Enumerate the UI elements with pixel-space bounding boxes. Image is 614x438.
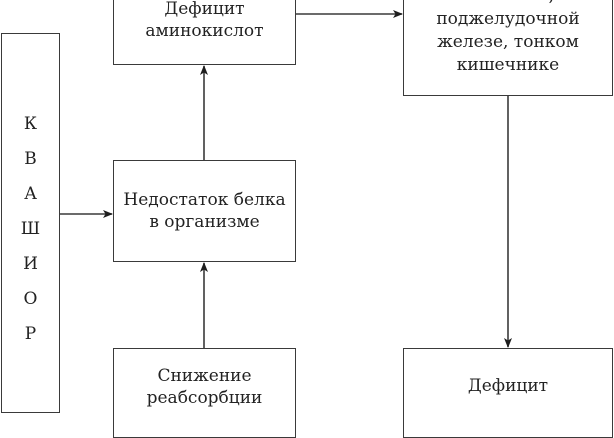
node-label-line-clipped: , [549, 0, 554, 8]
kwashiorkor-letter: О [23, 289, 38, 309]
node-label-line: реабсорбции [146, 388, 263, 408]
node-label-line: поджелудочной [436, 9, 580, 29]
node-label-line: аминокислот [145, 21, 264, 41]
node-label-line: кишечнике [456, 55, 560, 75]
node-label-line: Дефицит [467, 376, 549, 396]
kwashiorkor-letter: В [24, 149, 37, 169]
node-amino-acid-deficit: Дефицит аминокислот [113, 0, 296, 65]
node-label-line: Дефицит [164, 0, 245, 19]
kwashiorkor-letter: Р [24, 324, 37, 344]
node-pancreas-intestine: , поджелудочной железе, тонком кишечнике [403, 0, 613, 96]
kwashiorkor-letter: К [23, 114, 38, 134]
kwashiorkor-letter: И [23, 254, 38, 274]
node-label-line: Недостаток белка [123, 190, 286, 210]
node-label-line: в организме [149, 212, 260, 232]
node-label-line: Снижение [157, 366, 252, 386]
kwashiorkor-letter: А [24, 184, 37, 204]
node-deficit-bottom: Дефицит [403, 348, 613, 438]
node-protein-deficiency: Недостаток белка в организме [113, 160, 296, 262]
node-label-line: железе, тонком [437, 32, 579, 52]
kwashiorkor-letter: Ш [20, 219, 41, 239]
node-reduced-reabsorption: Снижение реабсорбции [113, 348, 296, 438]
node-kwashiorkor: К В А Ш И О Р [1, 33, 60, 413]
